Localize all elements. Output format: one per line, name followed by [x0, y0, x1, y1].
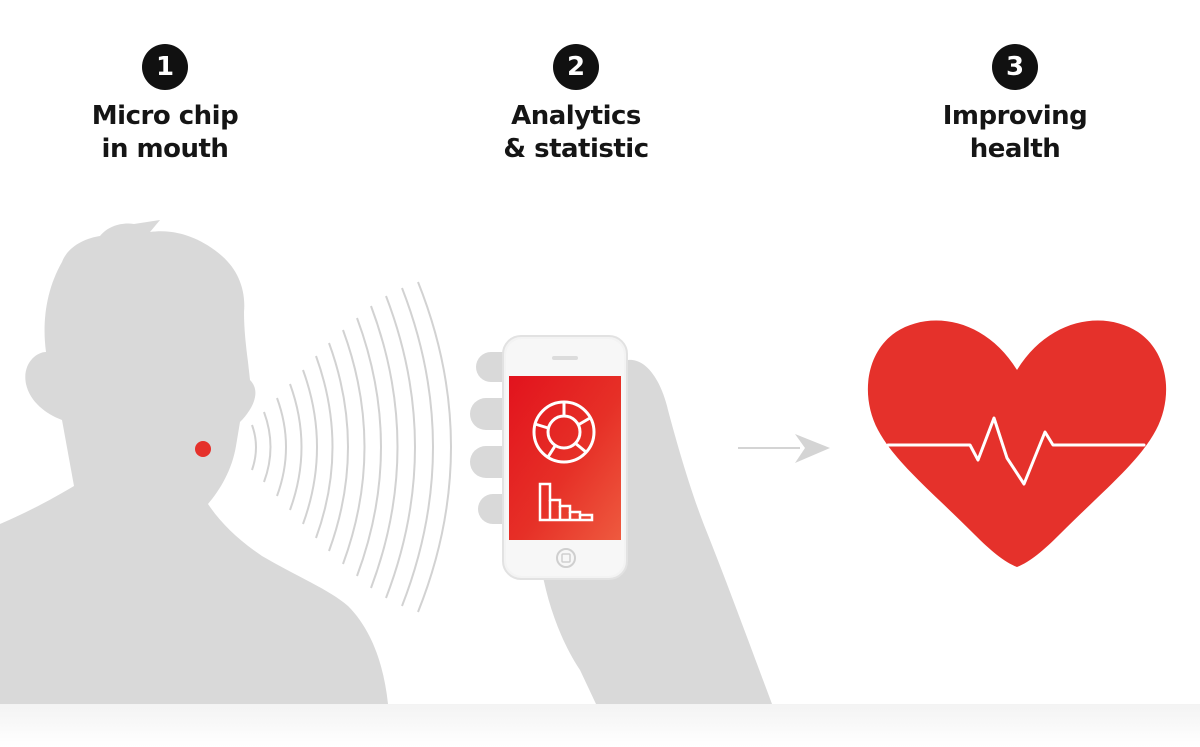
step-title-1-line2: in mouth: [101, 134, 229, 164]
arrow-right-icon: [738, 434, 830, 463]
donut-chart-icon: [532, 400, 596, 464]
floor-shadow: [0, 704, 1200, 747]
step-title-2: Analytics & statistic: [446, 100, 706, 166]
step-title-3-line1: Improving: [942, 101, 1088, 131]
smartphone: [502, 335, 628, 580]
step-title-2-line1: Analytics: [511, 101, 641, 131]
person-silhouette: [0, 220, 388, 704]
step-number-badge-1: 1: [142, 44, 188, 90]
step-title-1: Micro chip in mouth: [35, 100, 295, 166]
bar-chart-icon: [538, 482, 594, 522]
step-title-2-line2: & statistic: [503, 134, 649, 164]
signal-waves: [251, 281, 452, 613]
step-1: 1 Micro chip in mouth: [35, 44, 295, 166]
heart-icon: [867, 320, 1167, 567]
step-title-3-line2: health: [969, 134, 1061, 164]
step-title-3: Improving health: [885, 100, 1145, 166]
step-3: 3 Improving health: [885, 44, 1145, 166]
step-number-badge-3: 3: [992, 44, 1038, 90]
home-button: [556, 548, 576, 568]
earpiece: [552, 356, 578, 360]
step-2: 2 Analytics & statistic: [446, 44, 706, 166]
heartbeat-line: [886, 416, 1146, 486]
chip-dot: [195, 441, 211, 457]
step-title-1-line1: Micro chip: [91, 101, 239, 131]
step-number-badge-2: 2: [553, 44, 599, 90]
